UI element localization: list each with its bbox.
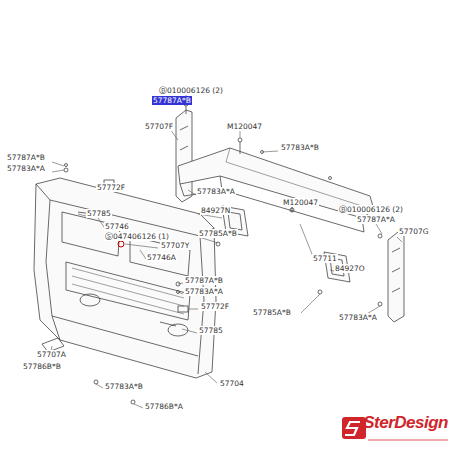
- callout-number: Ⓢ047406126 (1): [104, 232, 170, 241]
- callout-number: 57772F: [200, 302, 230, 311]
- callout-number: 57707A: [36, 350, 67, 359]
- callout-number: 57785A*B: [198, 229, 238, 238]
- logo-text: SterDesign: [362, 418, 449, 427]
- callout-number: 84927O: [334, 264, 366, 273]
- callout-number: 57783A*A: [184, 287, 224, 296]
- callout-number: M120047: [282, 198, 319, 207]
- callout-number: 57785: [198, 326, 224, 335]
- callout-number: 57785A*B: [252, 308, 292, 317]
- callout-number: 84927N: [200, 206, 231, 215]
- callout-number: 57783A*A: [338, 313, 378, 322]
- callout-number: Ⓑ010006126 (2): [338, 205, 404, 214]
- callout-number: Ⓑ010006126 (2): [158, 86, 224, 95]
- callout-number: 57707Y: [160, 241, 190, 250]
- callout-number: M120047: [226, 122, 263, 131]
- callout-number: 57746: [104, 222, 130, 231]
- callout-number: 57746A: [146, 253, 177, 262]
- callout-number: 57787A*A: [356, 215, 396, 224]
- callout-number: 57786B*B: [22, 362, 62, 371]
- callout-number: 57772F: [96, 183, 126, 192]
- callout-number: 57787A*B: [184, 276, 224, 285]
- callout-number: 57711: [312, 254, 338, 263]
- callout-number: 57783A*A: [196, 187, 236, 196]
- callout-number: 57786B*A: [144, 402, 184, 411]
- callout-number: 57707G: [398, 227, 430, 236]
- callout-number: 57783A*B: [280, 143, 320, 152]
- callout-number: 57783A*A: [6, 164, 46, 173]
- callout-number: 57787A*B: [152, 96, 192, 105]
- callout-number: 57787A*B: [6, 153, 46, 162]
- callout-number: 57785: [86, 209, 112, 218]
- callout-number: 57783A*B: [104, 382, 144, 391]
- callout-number: 57707F: [144, 122, 174, 131]
- callout-number: 57704: [219, 379, 245, 388]
